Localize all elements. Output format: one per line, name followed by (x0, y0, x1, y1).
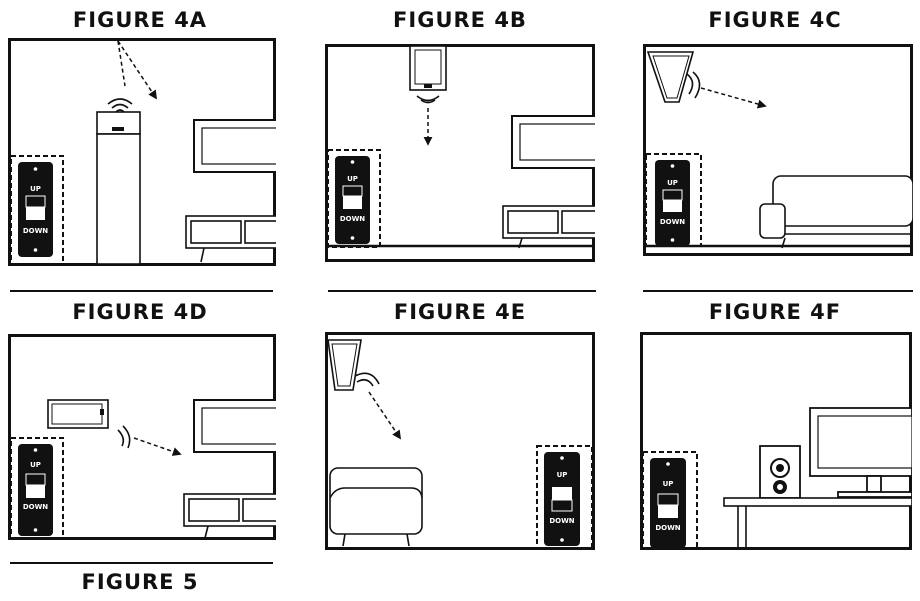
switch-down-label: DOWN (660, 218, 685, 226)
switch-down-label: DOWN (340, 215, 365, 223)
figure-4f-panel: UP DOWN (640, 332, 912, 550)
switch-down-label: DOWN (549, 517, 574, 525)
sofa-icon (759, 175, 913, 249)
signal-waves-icon (354, 372, 380, 387)
divider-rule (328, 290, 596, 292)
figure-4b-panel: UP DOWN (325, 44, 595, 262)
monitor-icon (809, 407, 912, 498)
signal-waves-icon (416, 95, 440, 104)
bookshelf-speaker-icon (759, 445, 801, 499)
figure-4c-title: FIGURE 4C (708, 8, 842, 32)
angled-ceiling-speaker-icon (327, 339, 362, 391)
divider-rule (10, 562, 273, 564)
divider-rule (10, 290, 273, 292)
figure-5-title: FIGURE 5 (81, 570, 199, 594)
signal-waves-icon (117, 425, 131, 449)
switch-up-label: UP (30, 461, 41, 469)
switch-down-label: DOWN (655, 524, 680, 532)
wall-switch-icon (335, 156, 370, 244)
tv-stand-icon (502, 205, 595, 249)
wall-speaker-icon (47, 399, 109, 429)
tv-stand-icon (185, 215, 276, 263)
switch-down-label: DOWN (23, 503, 48, 511)
wall-switch-icon (18, 444, 53, 536)
switch-up-label: UP (557, 471, 568, 479)
figure-4f-title: FIGURE 4F (708, 300, 842, 324)
armchair-icon (329, 467, 423, 547)
wall-switch-icon (650, 458, 686, 548)
figure-4e-title: FIGURE 4E (393, 300, 527, 324)
figure-4a-panel: UP DOWN (8, 38, 276, 266)
figure-4c-panel: UP DOWN (643, 44, 913, 256)
divider-rule (643, 290, 913, 292)
tv-stand-icon (183, 493, 276, 539)
figure-4d-panel: UP DOWN (8, 334, 276, 540)
ceiling-speaker-icon (409, 45, 447, 91)
figure-4b-title: FIGURE 4B (393, 8, 527, 32)
desk-icon (723, 497, 912, 548)
switch-up-label: UP (667, 179, 678, 187)
angled-wall-speaker-icon (646, 51, 695, 103)
figure-4a-title: FIGURE 4A (72, 8, 208, 32)
switch-up-label: UP (663, 480, 674, 488)
switch-up-label: UP (30, 185, 41, 193)
figure-4e-panel: UP DOWN (325, 332, 595, 550)
signal-waves-icon (686, 71, 701, 99)
wall-switch-icon (655, 160, 690, 246)
wall-switch-icon (544, 452, 580, 546)
tv-icon (511, 115, 595, 169)
tv-icon (193, 399, 276, 453)
wall-switch-icon (18, 162, 53, 257)
switch-up-label: UP (347, 175, 358, 183)
tower-speaker-icon (96, 111, 141, 265)
tv-icon (193, 119, 276, 173)
switch-down-label: DOWN (23, 227, 48, 235)
figure-4d-title: FIGURE 4D (72, 300, 208, 324)
